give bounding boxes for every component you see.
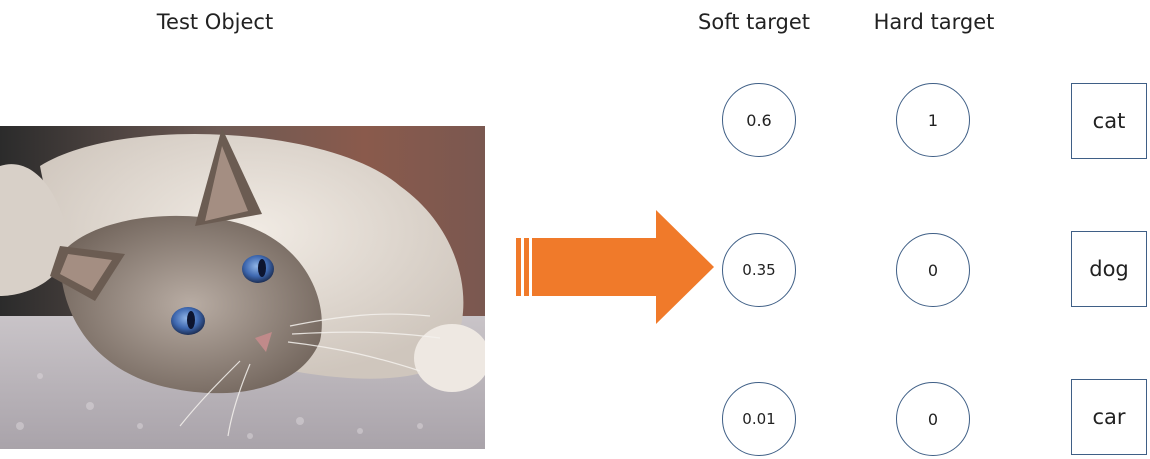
test-object-heading: Test Object xyxy=(156,10,274,34)
arrow-icon xyxy=(516,210,714,324)
hard-target-value: 0 xyxy=(896,233,970,307)
hard-target-value: 1 xyxy=(896,83,970,157)
hard-target-heading: Hard target xyxy=(873,10,995,34)
soft-target-value: 0.01 xyxy=(722,382,796,456)
class-label: cat xyxy=(1071,83,1147,159)
cat-photo xyxy=(0,126,485,449)
hard-target-value: 0 xyxy=(896,382,970,456)
class-label: car xyxy=(1071,379,1147,455)
class-label: dog xyxy=(1071,231,1147,307)
soft-target-heading: Soft target xyxy=(698,10,810,34)
soft-target-value: 0.35 xyxy=(722,233,796,307)
soft-target-value: 0.6 xyxy=(722,83,796,157)
